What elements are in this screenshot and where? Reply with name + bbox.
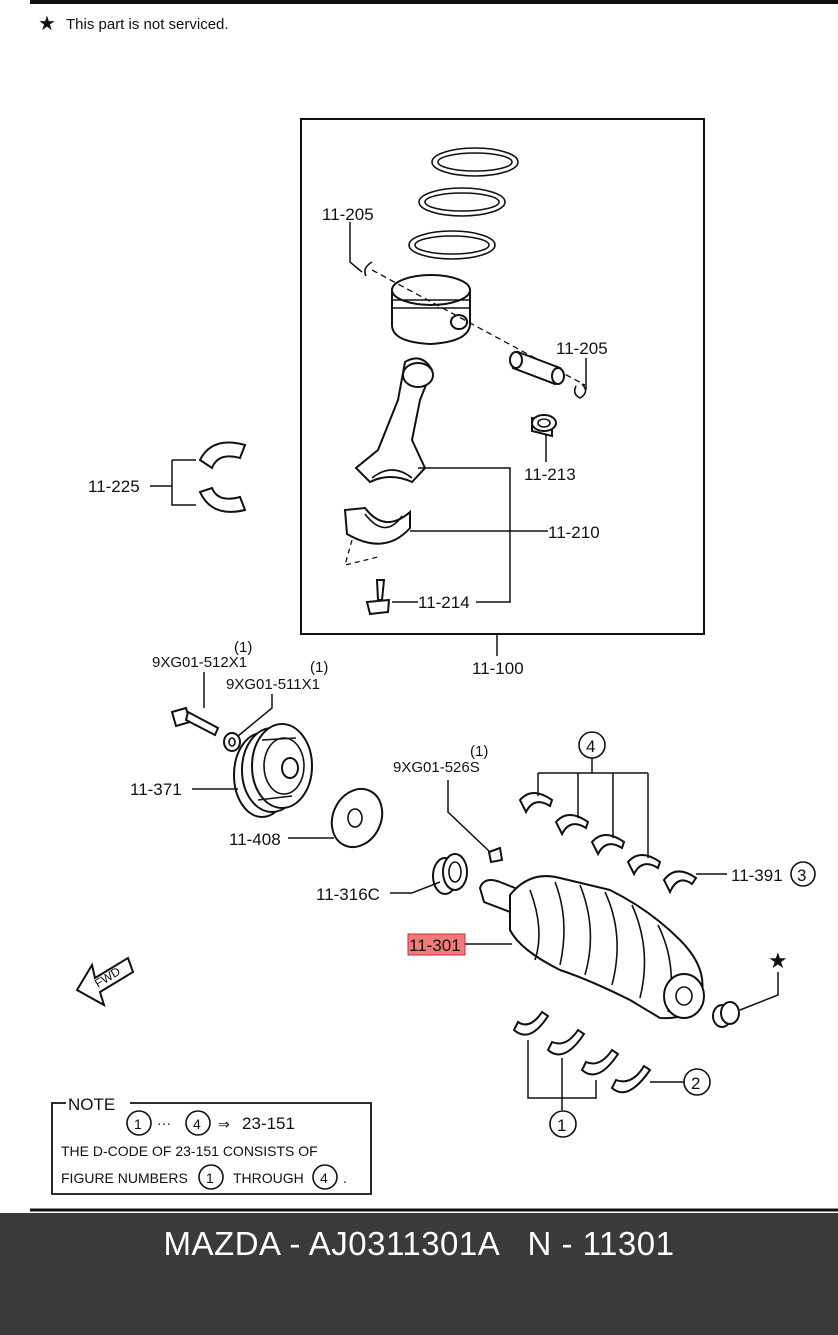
note-line2: THE D-CODE OF 23-151 CONSISTS OF (61, 1143, 318, 1159)
ref-1: 1 (557, 1116, 566, 1135)
piston-clip-upper (364, 261, 373, 277)
piston (391, 274, 471, 346)
label-11-225: 11-225 (88, 477, 140, 496)
piston-assembly-box (300, 118, 705, 635)
label-11-205-lower: 11-205 (556, 339, 608, 358)
qty-511x1: (1) (310, 659, 328, 676)
ref-3: 3 (797, 866, 806, 885)
connecting-rod (354, 357, 434, 484)
piston-clip-lower (573, 383, 587, 399)
pilot-bearing (712, 1001, 740, 1028)
star-icon: ★ (38, 13, 56, 35)
note-line3-n1: 1 (206, 1170, 214, 1186)
label-11-100: 11-100 (472, 659, 524, 678)
qty-512x1: (1) (234, 639, 252, 656)
ref-circle-3 (790, 861, 816, 887)
label-11-213: 11-213 (524, 465, 576, 484)
note-to: 4 (193, 1116, 201, 1132)
note-line3-a: FIGURE NUMBERS (61, 1170, 188, 1186)
label-11-316c: 11-316C (316, 885, 380, 904)
note-code: 23-151 (242, 1114, 295, 1133)
star-icon: ★ (768, 948, 788, 973)
label-9xg01-526s: 9XG01-526S (393, 759, 480, 776)
fwd-arrow-icon: FWD (75, 956, 135, 1008)
thrust-bearing (662, 870, 698, 895)
note-box: NOTE 1 ··· 4 ⇒ 23-151 THE D-CODE OF 23-1… (51, 1095, 372, 1195)
ref-2: 2 (691, 1074, 700, 1093)
crank-pulley (233, 723, 313, 818)
label-11-214: 11-214 (418, 593, 470, 612)
parts-diagram: ★ This part is not serviced. 11-205 11-2… (30, 0, 838, 1212)
label-11-391: 11-391 (731, 866, 783, 885)
pulley-washer (223, 732, 241, 752)
note-title: NOTE (68, 1095, 115, 1114)
label-11-205-upper: 11-205 (322, 205, 374, 224)
label-11-301: 11-301 (409, 936, 461, 955)
note-arrow: ⇒ (218, 1116, 230, 1132)
pulley-bolt (170, 706, 220, 737)
label-11-408: 11-408 (229, 830, 281, 849)
label-11-371: 11-371 (130, 780, 182, 799)
piston-rings (408, 147, 519, 260)
crankshaft (478, 875, 705, 1020)
label-11-210: 11-210 (548, 523, 600, 542)
note-line3-n2: 4 (320, 1170, 328, 1186)
note-line3-b: THROUGH (233, 1170, 304, 1186)
crank-key (487, 846, 504, 864)
conrod-bolt (365, 579, 391, 616)
ref-circle-1 (549, 1110, 577, 1138)
footer-bar: MAZDA - AJ0311301A N - 11301 (0, 1213, 838, 1335)
pin-bushing (531, 414, 557, 438)
top-border (30, 0, 838, 4)
footer-part-number: MAZDA - AJ0311301A N - 11301 (163, 1225, 675, 1262)
note-from: 1 (134, 1116, 142, 1132)
conrod-bearing-225 (198, 441, 247, 513)
piston-pin (509, 350, 565, 386)
label-9xg01-512x1: 9XG01-512X1 (152, 654, 247, 671)
note-line3-c: . (343, 1170, 347, 1186)
pulley-plate (330, 787, 384, 849)
header-note: This part is not serviced. (66, 16, 229, 33)
upper-main-bearings (518, 792, 662, 877)
qty-526s: (1) (470, 743, 488, 760)
ref-4: 4 (586, 737, 595, 756)
label-9xg01-511x1: 9XG01-511X1 (226, 676, 320, 693)
conrod-cap (343, 506, 411, 545)
note-dots: ··· (157, 1115, 171, 1131)
front-seal (432, 853, 468, 895)
lower-main-bearings (512, 1010, 652, 1094)
ref-circle-2 (683, 1068, 711, 1096)
